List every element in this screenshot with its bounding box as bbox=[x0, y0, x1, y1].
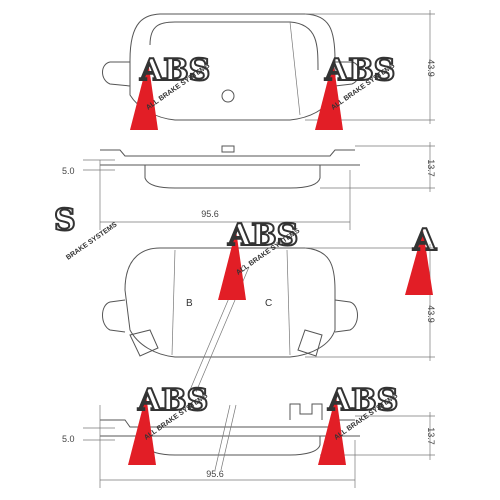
watermark-logo-3: S BRAKE SYSTEMS bbox=[53, 202, 119, 262]
svg-text:ABS: ABS bbox=[324, 53, 395, 88]
dim-height-bottom bbox=[305, 244, 435, 361]
svg-text:ABS: ABS bbox=[137, 383, 208, 418]
watermark-logo-1: ABS ALL BRAKE SYSTEMS bbox=[130, 52, 211, 130]
watermark-logo-6: ABS ALL BRAKE SYSTEMS bbox=[128, 382, 209, 465]
dim-thickness-bottom-label: 13.7 bbox=[426, 427, 436, 445]
top-pad-front-view bbox=[102, 13, 360, 121]
pad-label-b: B bbox=[186, 298, 193, 309]
svg-text:ABS: ABS bbox=[327, 383, 398, 418]
dim-width-bottom-label: 95.6 bbox=[206, 469, 224, 479]
dim-height-top: 43.9 bbox=[305, 10, 436, 124]
dim-thickness-top-label: 13.7 bbox=[426, 159, 436, 177]
dim-height-top-label: 43.9 bbox=[426, 59, 436, 77]
watermark-logo-2: ABS ALL BRAKE SYSTEMS bbox=[315, 52, 396, 130]
dim-height-bottom-label: 43.9 bbox=[426, 305, 436, 323]
dim-backing-top-label: 5.0 bbox=[62, 166, 75, 176]
bottom-pad-side-view bbox=[83, 403, 435, 488]
top-pad-side-view bbox=[83, 142, 435, 230]
pad-label-c: C bbox=[265, 298, 272, 309]
watermark-logo-7: ABS ALL BRAKE SYSTEMS bbox=[318, 382, 399, 465]
watermark-logo-5: A bbox=[405, 222, 438, 295]
svg-text:S: S bbox=[54, 203, 76, 238]
dim-backing-bottom-label: 5.0 bbox=[62, 434, 75, 444]
dim-width-top-label: 95.6 bbox=[201, 209, 219, 219]
svg-text:ABS: ABS bbox=[139, 53, 210, 88]
svg-text:A: A bbox=[412, 223, 437, 258]
watermark-logo-4: ABS ALL BRAKE SYSTEMS bbox=[218, 217, 301, 300]
svg-text:ABS: ABS bbox=[227, 218, 298, 253]
